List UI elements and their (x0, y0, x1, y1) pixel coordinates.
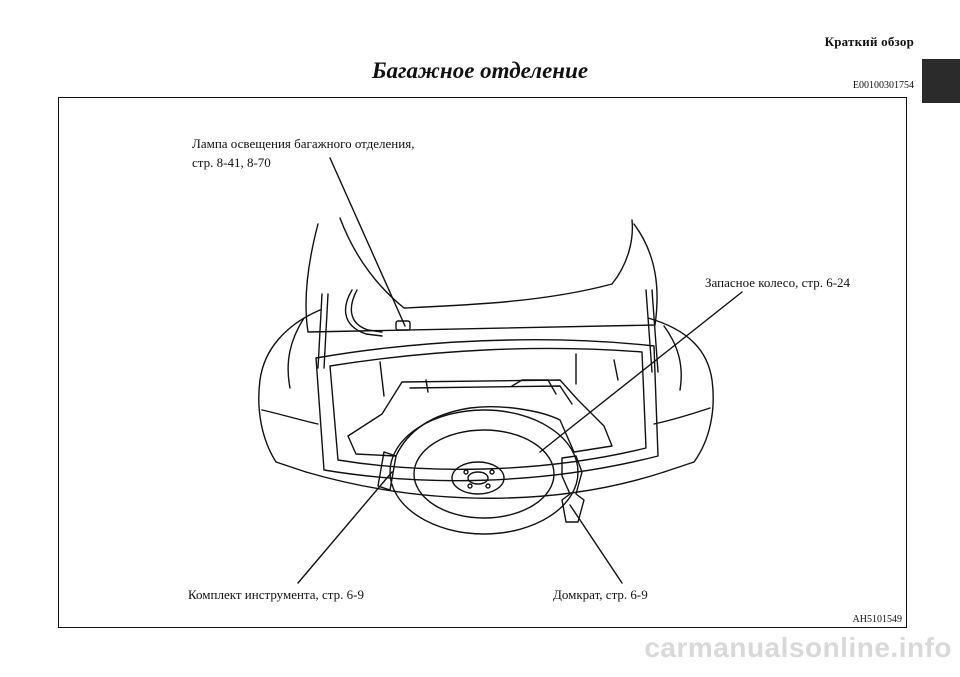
spare-wheel-rim (414, 430, 554, 518)
leader-lamp (330, 158, 405, 326)
trunk-lid-outline (306, 224, 657, 332)
spare-wheel-tire (390, 410, 578, 534)
left-lid-strut (318, 294, 328, 368)
watermark-text: carmanualsonline.info (644, 632, 952, 663)
callout-cargo-lamp-line2: стр. 8-41, 8-70 (192, 155, 271, 170)
callout-cargo-lamp-line1: Лампа освещения багажного отделения, (192, 136, 415, 151)
callout-spare-wheel: Запасное колесо, стр. 6-24 (705, 275, 851, 290)
callout-cargo-lamp: Лампа освещения багажного отделения, стр… (192, 134, 414, 172)
callout-jack: Домкрат, стр. 6-9 (553, 587, 648, 602)
section-label: Краткий обзор (824, 34, 914, 49)
leader-tool-kit (298, 472, 392, 583)
jack (562, 456, 584, 522)
car-body-right (648, 318, 713, 472)
tool-kit (378, 452, 396, 490)
spare-wheel-hub (452, 462, 504, 494)
car-body-left (259, 310, 320, 472)
figure-code: AH5101549 (852, 614, 902, 625)
trunk-lid-inner (340, 218, 632, 308)
leader-spare-wheel (540, 292, 742, 452)
document-code: E00100301754 (852, 80, 914, 91)
lid-cable (346, 290, 382, 336)
rear-bumper (306, 472, 664, 498)
trunk-opening (316, 340, 658, 481)
figure-frame (58, 97, 907, 628)
right-lid-strut (646, 290, 658, 372)
page-title: Багажное отделение (371, 58, 589, 83)
callout-tool-kit: Комплект инструмента, стр. 6-9 (188, 587, 364, 602)
leader-jack (570, 505, 622, 583)
spare-compartment (348, 380, 612, 456)
chapter-tab-marker (922, 59, 960, 103)
